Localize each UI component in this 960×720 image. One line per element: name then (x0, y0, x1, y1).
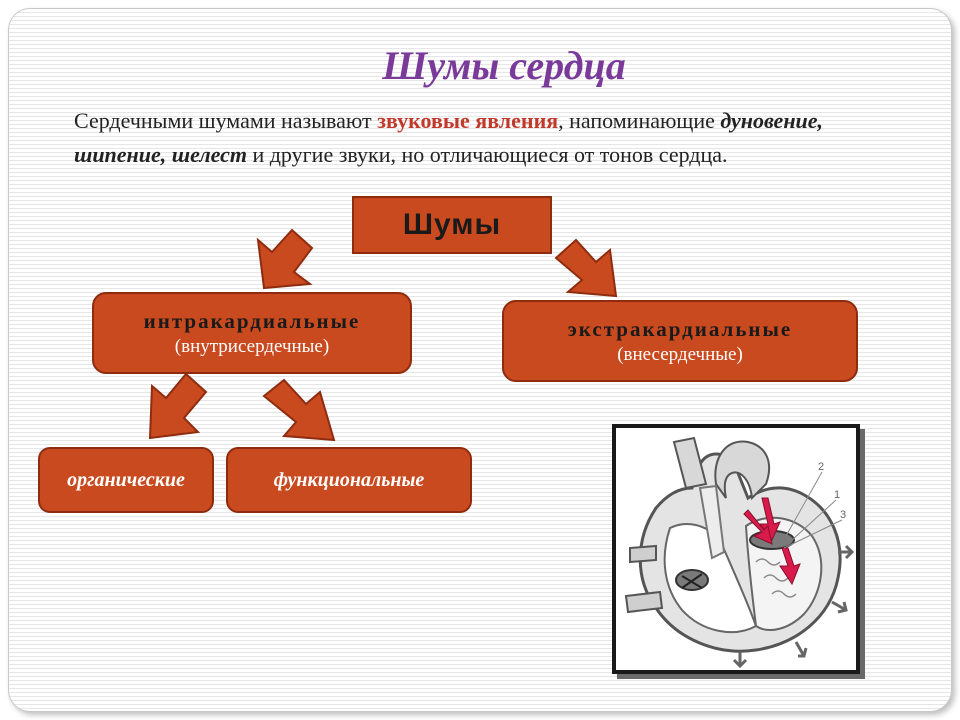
intracardiac-box: интракардиальные (внутрисердечные) (92, 292, 412, 374)
organic-box: органические (38, 447, 214, 513)
intro-text-1: Сердечными шумами называют (74, 108, 378, 133)
heart-label-3: 3 (840, 509, 846, 521)
root-noise-box: Шумы (352, 196, 552, 254)
functional-box: функциональные (226, 447, 472, 513)
intro-highlight: звуковые явления (377, 108, 559, 133)
heart-label-1: 1 (834, 489, 840, 501)
intro-text-3: и другие звуки, но отличающиеся от тонов… (246, 142, 728, 167)
heart-illustration: 2 1 3 (612, 424, 860, 674)
intracardiac-label: интракардиальные (143, 308, 361, 333)
extracardiac-sublabel: (внесердечные) (617, 343, 743, 365)
slide-title: Шумы сердца (382, 43, 626, 88)
heart-diagram-icon: 2 1 3 (624, 436, 855, 669)
functional-label: функциональные (273, 468, 425, 491)
heart-label-2: 2 (818, 461, 824, 473)
intracardiac-sublabel: (внутрисердечные) (174, 335, 330, 357)
intro-text-2: , напоминающие (558, 108, 721, 133)
intro-paragraph: Сердечными шумами называют звуковые явле… (74, 104, 904, 172)
extracardiac-box: экстракардиальные (внесердечные) (502, 300, 858, 382)
extracardiac-label: экстракардиальные (567, 316, 793, 341)
intro-emphasis: дуновение, шипение, шелест (74, 108, 824, 167)
organic-label: органические (67, 468, 185, 491)
root-noise-label: Шумы (402, 208, 502, 241)
